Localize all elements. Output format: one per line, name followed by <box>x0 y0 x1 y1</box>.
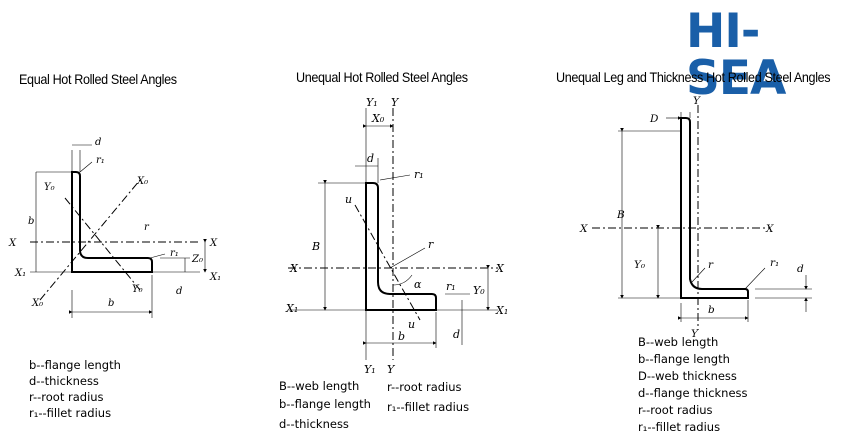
label-d-right: d <box>176 286 182 297</box>
label-d-right: d <box>453 328 460 341</box>
legend-item: d--flange thickness <box>638 386 748 400</box>
label-r: r <box>144 222 150 233</box>
label-x1-right: X₁ <box>209 272 221 283</box>
label-B: B <box>616 209 625 221</box>
legend-unequal-leg-thickness: B--web length b--flange length D--web th… <box>638 334 748 436</box>
panel-title-unequal-angles: Unequal Hot Rolled Steel Angles <box>296 69 468 85</box>
legend-item: b--flange length <box>29 358 121 372</box>
unequal-thickness-angle-profile <box>680 117 749 299</box>
label-y-bottom: Y <box>691 328 699 340</box>
label-B: B <box>311 240 320 253</box>
panel-title-equal-angles: Equal Hot Rolled Steel Angles <box>19 71 177 87</box>
legend-item: B--web length <box>638 335 719 349</box>
label-r: r <box>708 259 714 271</box>
label-u-bottom: u <box>408 318 415 331</box>
legend-item: r₁--fillet radius <box>387 400 470 414</box>
label-x-left: X <box>579 223 588 235</box>
legend-item: b--flange length <box>279 397 371 411</box>
legend-item: r--root radius <box>29 390 104 404</box>
label-y0: Y₀ <box>634 259 646 271</box>
label-d-top: d <box>367 152 374 165</box>
label-y0-top: Y₀ <box>44 182 55 193</box>
label-d: d <box>95 137 101 148</box>
legend-item: b--flange length <box>638 352 730 366</box>
legend-item: B--web length <box>279 379 360 393</box>
label-y-bottom: Y <box>387 363 396 376</box>
label-r1-bottom: r₁ <box>446 280 456 293</box>
unequal-angle-diagram <box>288 108 498 360</box>
label-z0: Z₀ <box>191 254 203 265</box>
label-y1-bottom: Y₁ <box>364 363 376 376</box>
label-y-top: Y <box>391 96 400 109</box>
label-r: r <box>428 238 434 251</box>
label-x1-left: X₁ <box>285 302 298 315</box>
unequal-thickness-angle-diagram <box>592 105 812 330</box>
label-d: d <box>797 263 804 275</box>
label-x1-left: X₁ <box>14 268 26 279</box>
label-b: b <box>398 330 405 343</box>
label-x-right: X <box>765 223 774 235</box>
label-x-right: X <box>209 238 218 249</box>
legend-item: r₁--fillet radius <box>29 406 112 420</box>
panel-title-unequal-leg-thickness: Unequal Leg and Thickness Hot Rolled Ste… <box>556 69 831 85</box>
label-r1: r₁ <box>96 155 105 166</box>
label-D: D <box>649 113 659 125</box>
equal-angle-diagram <box>30 144 207 318</box>
label-x0-bottom: X₀ <box>31 298 43 309</box>
hi-sea-logo: HI-SEA <box>686 4 786 106</box>
legend-item: D--web thickness <box>638 369 737 383</box>
legend-item: r--root radius <box>638 403 713 417</box>
label-x-left: X <box>8 238 17 249</box>
label-x0-top: X₀ <box>136 176 148 187</box>
label-x-left: X <box>289 262 299 275</box>
label-x1-right: X₁ <box>495 304 508 317</box>
label-r1-top: r₁ <box>414 168 424 181</box>
label-b-left: b <box>28 216 34 227</box>
label-x-right: X <box>495 262 505 275</box>
legend-item: r--root radius <box>387 380 462 394</box>
label-u-top: u <box>345 193 352 206</box>
unequal-angle-profile <box>365 182 437 311</box>
label-b: b <box>708 304 715 316</box>
legend-item: r₁--fillet radius <box>638 420 721 434</box>
legend-unequal-angles-col2: r--root radius r₁--fillet radius <box>387 377 469 417</box>
label-r1-tip: r₁ <box>170 248 179 259</box>
equal-angle-profile <box>71 171 153 273</box>
legend-item: d--thickness <box>29 374 99 388</box>
label-x0: X₀ <box>371 112 385 125</box>
legend-equal-angles: b--flange length d--thickness r--root ra… <box>29 357 121 421</box>
label-y0-bottom: Y₀ <box>132 284 143 295</box>
legend-item: d--thickness <box>279 417 349 431</box>
label-r1: r₁ <box>770 257 779 269</box>
label-alpha: α <box>414 278 422 291</box>
label-y1-top: Y₁ <box>366 96 378 109</box>
label-y-top: Y <box>693 95 701 107</box>
label-y0: Y₀ <box>473 284 485 297</box>
legend-unequal-angles-col1: B--web length b--flange length d--thickn… <box>279 377 371 433</box>
label-b-bottom: b <box>108 298 114 309</box>
